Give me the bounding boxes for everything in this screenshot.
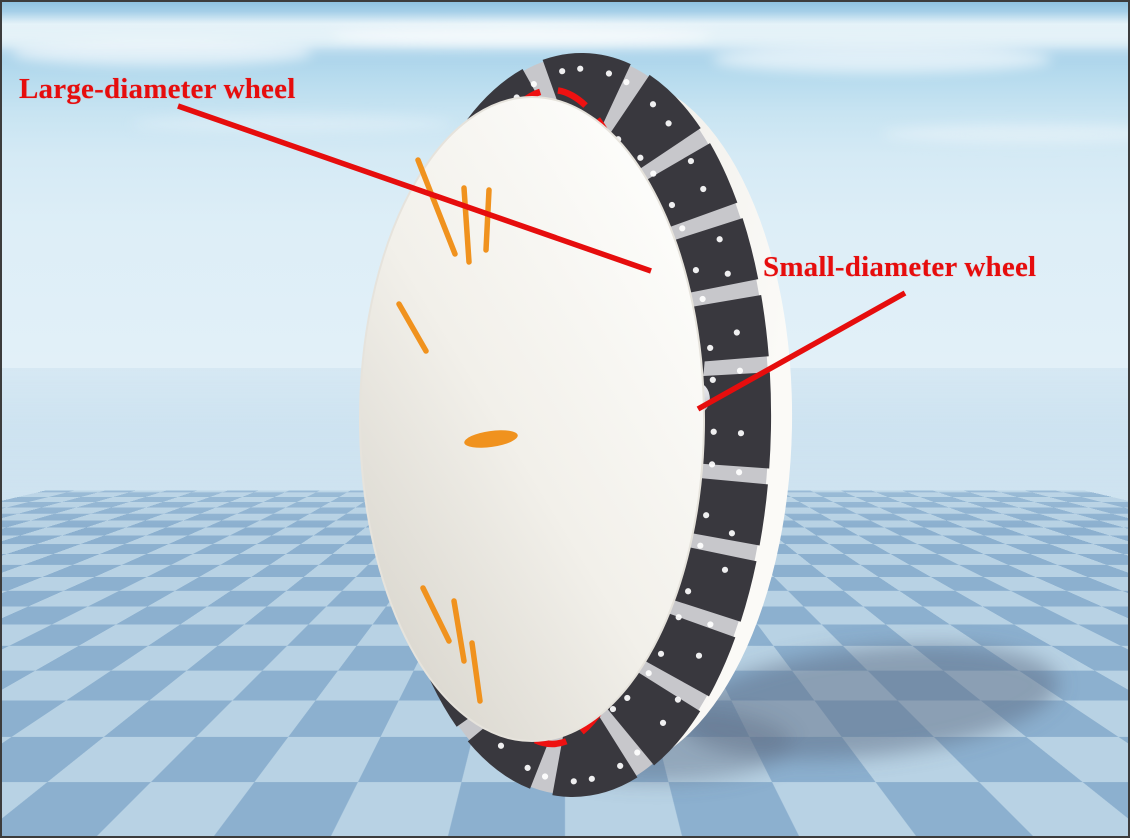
tire-stud-dot xyxy=(650,170,657,177)
cloud xyxy=(12,42,312,66)
tire-stud-dot xyxy=(737,430,745,437)
tire-stud-dot xyxy=(577,65,584,72)
tire-stud-dot xyxy=(497,742,505,749)
tire-stud-dot xyxy=(728,530,736,537)
tire-stud-dot xyxy=(665,120,672,127)
tire-stud-dot xyxy=(657,650,665,657)
small-wheel-pointer-line xyxy=(696,290,907,412)
large-wheel-face xyxy=(359,96,705,742)
tire-stud-dot xyxy=(736,469,743,476)
cloud xyxy=(332,25,712,47)
spoke-marks xyxy=(396,157,492,704)
tire-stud-dot xyxy=(709,376,716,383)
tire-stud-dot xyxy=(624,694,631,702)
tire-stud-dot xyxy=(634,749,641,756)
cloud xyxy=(882,124,1128,144)
small-wheel-label: Small-diameter wheel xyxy=(763,251,1037,283)
tire-stud-dot xyxy=(708,461,716,468)
tire-stud-dot xyxy=(605,70,613,77)
tire-stud-dot xyxy=(559,68,566,75)
tire-stud-dot xyxy=(707,621,714,628)
tire-stud-dot xyxy=(623,79,630,86)
hub-mark xyxy=(464,430,518,448)
tire-stud-dot xyxy=(687,157,695,165)
tire-stud-dot xyxy=(736,367,744,374)
tire-stud-dot xyxy=(668,201,676,209)
tire-stud-dot xyxy=(695,652,703,659)
tire-stud-dot xyxy=(609,705,617,713)
spoke-mark xyxy=(469,640,483,704)
tire-stud-dot xyxy=(679,225,686,232)
tire-stud-dot xyxy=(721,566,729,573)
spoke-mark xyxy=(451,598,467,664)
spoke-mark xyxy=(420,585,452,644)
tire-stud-dot xyxy=(724,270,731,277)
tire-stud-dot xyxy=(659,719,667,726)
tire-stud-dot xyxy=(588,775,595,782)
spoke-mark xyxy=(461,185,472,265)
tire-stud-dot xyxy=(685,588,692,595)
tire-stud-dot xyxy=(541,773,549,780)
tire-stud-dot xyxy=(700,185,707,193)
tire-stud-dot xyxy=(733,329,740,336)
cloud xyxy=(132,115,452,133)
tire-stud-dot xyxy=(674,696,682,703)
tire-stud-dot xyxy=(710,428,717,435)
large-wheel-pointer-line xyxy=(177,103,652,274)
tire-stud-dot xyxy=(570,778,577,785)
tire-stud-dot xyxy=(649,101,657,108)
tire-segments xyxy=(382,53,772,797)
tire-stud-dot xyxy=(692,267,700,274)
tire-stud-dot xyxy=(524,764,531,771)
tire-stud-dot xyxy=(716,236,723,243)
tire-stud-dot xyxy=(675,614,682,621)
cloud xyxy=(712,47,1052,73)
tire-stud-dot xyxy=(699,295,706,303)
spoke-mark xyxy=(483,187,492,253)
tire-stud-dot xyxy=(703,512,710,519)
tire-stud-dot xyxy=(530,80,537,88)
large-wheel-label: Large-diameter wheel xyxy=(19,73,296,105)
tire-stud-dot xyxy=(645,670,652,677)
spoke-mark xyxy=(415,157,458,257)
tire-stud-dot xyxy=(637,154,644,161)
clouds xyxy=(2,25,1128,144)
tire-stud-dot xyxy=(617,762,624,770)
tire-stud-dot xyxy=(697,542,704,549)
tire-stud-dot xyxy=(707,344,714,352)
spoke-mark xyxy=(396,301,429,354)
